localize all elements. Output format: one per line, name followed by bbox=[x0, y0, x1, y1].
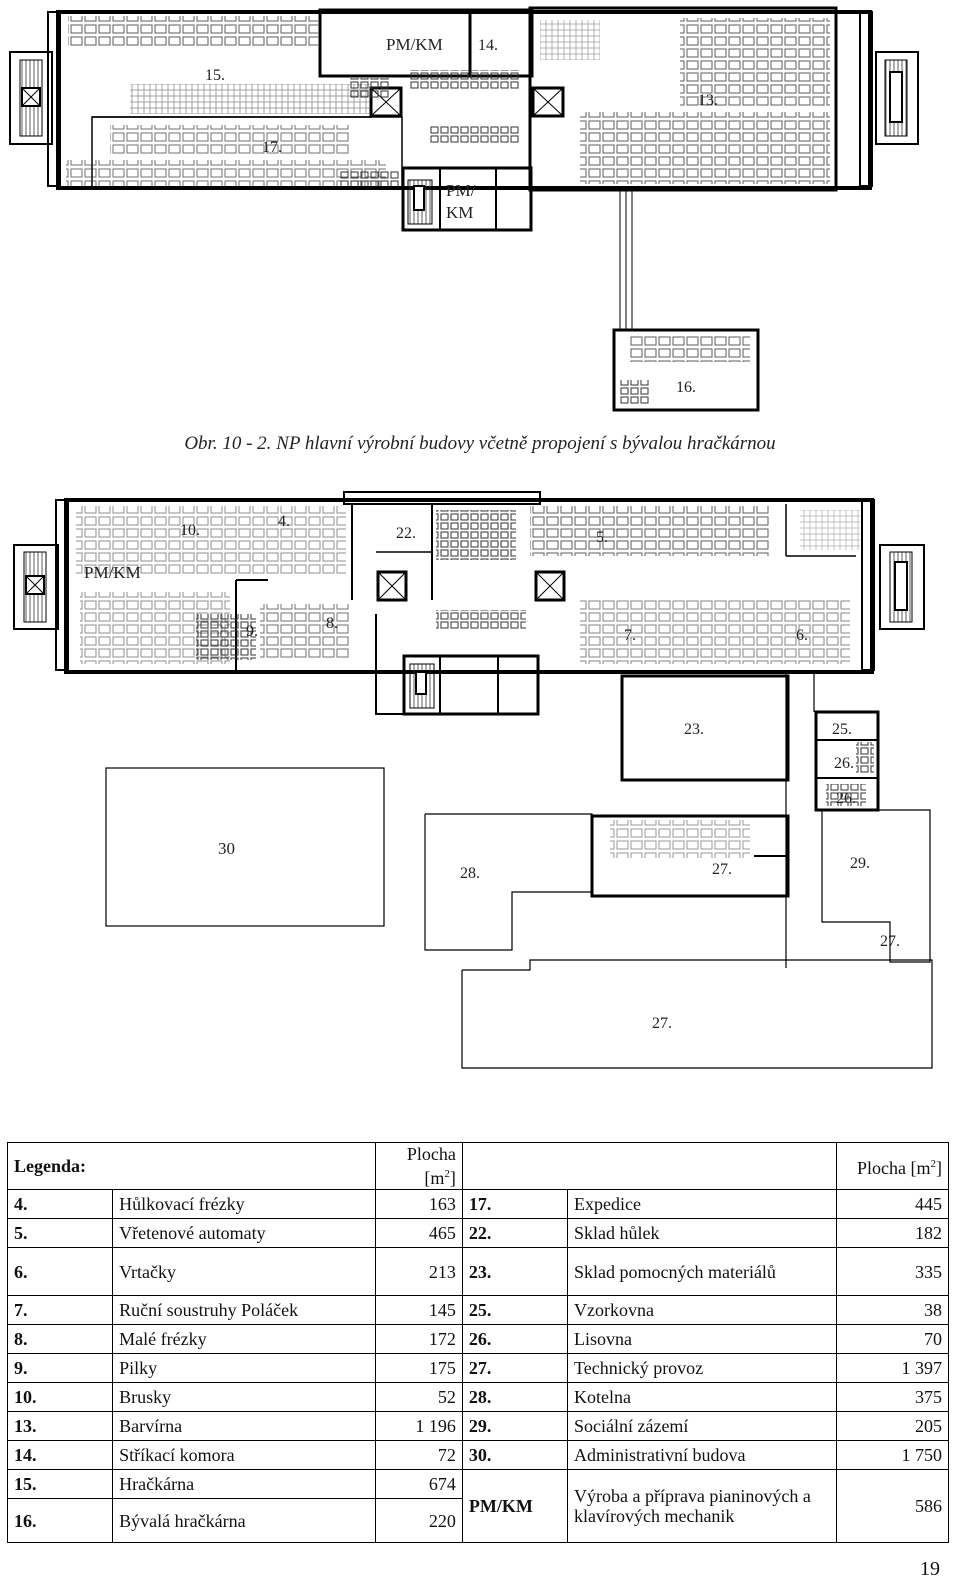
pmkm-code: PM/KM bbox=[461, 1469, 568, 1543]
room-label-26b: 26. bbox=[836, 790, 856, 807]
room-label-pm-b-line2: KM bbox=[446, 203, 473, 222]
pmkm-area: 586 bbox=[835, 1469, 950, 1543]
table-row: 14. Stříkací komora 72 30. Administrativ… bbox=[6, 1440, 950, 1470]
room-label-pmkm: PM/KM bbox=[84, 563, 141, 582]
bottom-floor-plan: 10. 4. PM/KM 9. 8. 22. 5. 7. 6. 23. 25. … bbox=[13, 491, 933, 1069]
area-header-left: Plocha [m2] bbox=[375, 1142, 463, 1190]
table-row: 7. Ruční soustruhy Poláček 145 25. Vzork… bbox=[6, 1295, 950, 1325]
room-label-16: 16. bbox=[676, 379, 696, 396]
top-floor-plan: 15. 17. PM/KM 14. 13. PM/ KM 16. bbox=[9, 6, 919, 412]
area-header-right: Plocha [m2] bbox=[835, 1142, 950, 1190]
room-label-27a: 27. bbox=[712, 861, 732, 878]
room-label-29: 29. bbox=[850, 855, 870, 872]
room-label-17: 17. bbox=[262, 139, 282, 156]
room-label-23: 23. bbox=[684, 721, 704, 738]
room-label-15: 15. bbox=[205, 67, 225, 84]
room-label-14: 14. bbox=[478, 37, 498, 54]
room-label-27b: 27. bbox=[880, 933, 900, 950]
table-row: 16. Bývalá hračkárna 220 bbox=[6, 1498, 949, 1543]
room-label-8: 8. bbox=[326, 615, 338, 632]
room-label-pmkm-a: PM/KM bbox=[386, 35, 443, 54]
legend-header-row: Legenda: Plocha [m2] Plocha [m2] bbox=[6, 1142, 950, 1190]
room-label-30: 30 bbox=[218, 839, 235, 858]
room-label-26a: 26. bbox=[834, 755, 854, 772]
room-label-13: 13. bbox=[698, 92, 718, 109]
figure-caption: Obr. 10 - 2. NP hlavní výrobní budovy vč… bbox=[184, 433, 776, 454]
legend-title: Legenda: bbox=[6, 1142, 377, 1190]
table-row: 4. Hůlkovací frézky 163 17. Expedice 445 bbox=[6, 1189, 950, 1219]
room-label-27c: 27. bbox=[652, 1015, 672, 1032]
room-label-28: 28. bbox=[460, 865, 480, 882]
room-label-22: 22. bbox=[396, 525, 416, 542]
room-label-25: 25. bbox=[832, 721, 852, 738]
table-row: 9. Pilky 175 27. Technický provoz 1 397 bbox=[6, 1353, 950, 1383]
pmkm-name: Výroba a příprava pianinových a klavírov… bbox=[566, 1469, 837, 1543]
table-row: 6. Vrtačky 213 23. Sklad pomocných mater… bbox=[6, 1247, 950, 1296]
table-row: 15. Hračkárna 674 PM/KM Výroba a příprav… bbox=[6, 1469, 950, 1543]
room-label-7: 7. bbox=[624, 627, 636, 644]
table-row: 10. Brusky 52 28. Kotelna 375 bbox=[6, 1382, 950, 1412]
room-label-4: 4. bbox=[278, 513, 290, 530]
table-row: 8. Malé frézky 172 26. Lisovna 70 bbox=[6, 1324, 950, 1354]
room-label-5: 5. bbox=[596, 529, 608, 546]
table-row: 13. Barvírna 1 196 29. Sociální zázemí 2… bbox=[6, 1411, 950, 1441]
room-label-pm-b-line1: PM/ bbox=[446, 181, 476, 200]
page-number: 19 bbox=[920, 1558, 940, 1580]
room-label-10: 10. bbox=[180, 522, 200, 539]
floor-plan-drawing: 15. 17. PM/KM 14. 13. PM/ KM 16. bbox=[9, 6, 933, 1069]
room-label-9: 9. bbox=[246, 623, 258, 640]
table-row: 5. Vřetenové automaty 465 22. Sklad hůle… bbox=[6, 1218, 950, 1248]
room-label-6: 6. bbox=[796, 627, 808, 644]
legend-table: Legenda: Plocha [m2] Plocha [m2] 4. Hůlk… bbox=[6, 1142, 950, 1543]
